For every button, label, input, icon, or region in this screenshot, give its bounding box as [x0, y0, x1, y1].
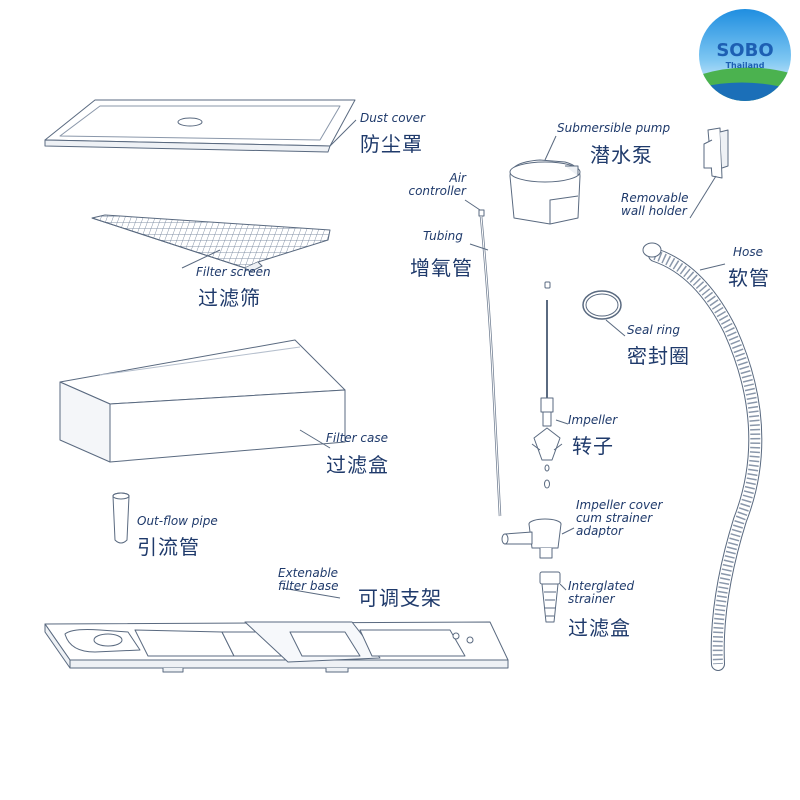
filter-screen-part — [91, 214, 331, 273]
hose-label-zh: 软管 — [728, 266, 770, 290]
air-controller-label-en: Air controller — [408, 171, 466, 198]
seal-ring-label-en: Seal ring — [627, 323, 680, 337]
submersible-pump-part — [509, 135, 581, 225]
extenable-base-label-en: Extenable filter base — [278, 566, 339, 593]
impeller-label-zh: 转子 — [572, 434, 614, 458]
filter-screen-label-zh: 过滤筛 — [198, 286, 261, 310]
brand-logo-name: SOBO — [716, 40, 774, 61]
outflow-pipe-label-zh: 引流管 — [137, 535, 200, 559]
filter-screen-label-en: Filter screen — [196, 265, 271, 279]
tubing-label-en: Tubing — [423, 229, 463, 243]
strainer-part — [539, 571, 567, 623]
dust-cover-label-en: Dust cover — [360, 111, 425, 125]
wall-holder-label-en: Removable wall holder — [621, 191, 689, 218]
tubing-part — [478, 209, 502, 517]
outflow-pipe-part — [112, 492, 130, 544]
impeller-label-en: Impeller — [568, 413, 618, 427]
dust-cover-part — [44, 99, 357, 153]
strainer-label-en: Interglated strainer — [568, 579, 635, 606]
extenable-filter-base-part — [44, 587, 509, 673]
wall-holder-part — [689, 127, 729, 219]
outflow-pipe-label-en: Out-flow pipe — [137, 514, 218, 528]
filter-case-label-zh: 过滤盒 — [326, 453, 389, 477]
seal-ring-part — [582, 290, 626, 337]
seal-ring-label-zh: 密封圈 — [627, 344, 690, 368]
filter-case-part — [59, 339, 346, 463]
pump-label-zh: 潜水泵 — [590, 143, 653, 167]
hose-part — [642, 242, 763, 671]
pump-label-en: Submersible pump — [557, 121, 671, 135]
strainer-label-zh: 过滤盒 — [568, 616, 631, 640]
impeller-cover-label-en: Impeller cover cum strainer adaptor — [576, 498, 663, 538]
filter-case-label-en: Filter case — [326, 431, 388, 445]
extenable-base-label-zh: 可调支架 — [358, 586, 442, 610]
impeller-part — [531, 281, 569, 489]
brand-logo-sub: Thailand — [725, 61, 765, 70]
tubing-label-zh: 增氧管 — [410, 256, 473, 280]
impeller-cover-part — [501, 518, 575, 559]
dust-cover-label-zh: 防尘罩 — [360, 132, 423, 156]
hose-label-en: Hose — [733, 245, 763, 259]
